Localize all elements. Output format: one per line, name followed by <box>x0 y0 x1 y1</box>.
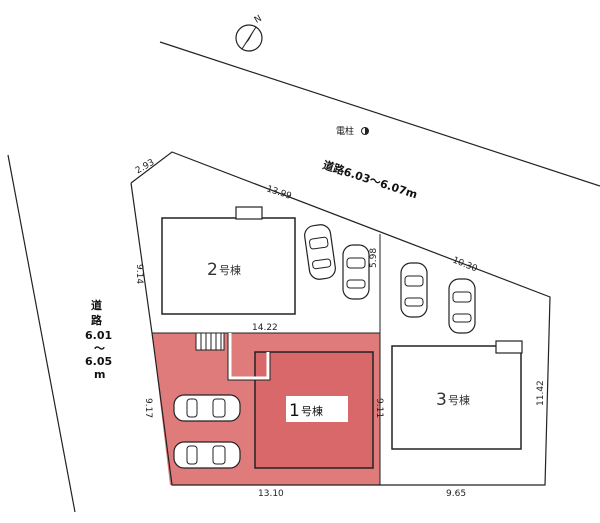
west-road-tilde: ～ <box>94 342 105 355</box>
building-1-suffix: 号棟 <box>301 404 323 418</box>
west-road-width-min: 6.01 <box>85 329 112 342</box>
building-2-number: 2 <box>207 260 218 280</box>
building-2-suffix: 号棟 <box>219 263 241 277</box>
car-lot1-b <box>173 441 241 469</box>
west-road-label: 道 路 6.01 ～ 6.05 m <box>85 298 112 381</box>
building-3 <box>391 345 522 450</box>
north-road-label: 道路6.03～6.07m <box>321 158 419 202</box>
utility-pole-icon-fill <box>365 127 369 135</box>
car-lot3-b <box>448 278 476 334</box>
dim-top-lot3: 10.30 <box>451 256 479 275</box>
building-1-number: 1 <box>289 401 300 421</box>
building-3-bay <box>495 340 523 354</box>
west-road-line <box>7 154 76 513</box>
dim-west-lower: 9.17 <box>143 398 153 418</box>
dim-bottom-lot1: 13.10 <box>258 489 284 499</box>
car-lot2-a <box>304 224 336 280</box>
west-road-char-2: 路 <box>91 313 103 327</box>
building-3-label: 3 号棟 <box>436 390 470 410</box>
car-lot1-a <box>173 394 241 422</box>
car-lot3-a <box>400 262 428 318</box>
west-road-unit: m <box>94 368 105 381</box>
north-road-line <box>159 41 600 187</box>
building-1-label: 1 号棟 <box>286 396 348 422</box>
building-2 <box>161 217 296 315</box>
dim-divider-small: 5.98 <box>369 248 379 268</box>
building-2-label: 2 号棟 <box>207 260 241 280</box>
dim-corner-cut: 2.93 <box>134 158 156 177</box>
dim-east-lot3: 11.42 <box>536 380 546 406</box>
entrance-walkway <box>228 333 270 380</box>
dim-west-upper: 9.14 <box>134 264 144 284</box>
west-road-width-max: 6.05 <box>85 355 112 368</box>
building-2-bay <box>235 206 263 220</box>
dim-bottom-lot3: 9.65 <box>446 489 466 499</box>
west-road-char-1: 道 <box>91 298 102 312</box>
dim-bldg1-east: 9.11 <box>374 398 384 418</box>
car-lot2-b <box>342 244 370 300</box>
dim-top-lot2: 13.99 <box>265 184 293 202</box>
entrance-steps <box>195 332 225 351</box>
building-3-number: 3 <box>436 390 447 410</box>
north-label: N <box>253 14 264 26</box>
north-arrow-icon <box>235 24 263 52</box>
utility-pole-label: 電柱 <box>336 125 354 137</box>
dim-middle-divider: 14.22 <box>252 323 278 333</box>
building-3-suffix: 号棟 <box>448 393 470 407</box>
entrance-walkway-outline <box>227 333 271 381</box>
